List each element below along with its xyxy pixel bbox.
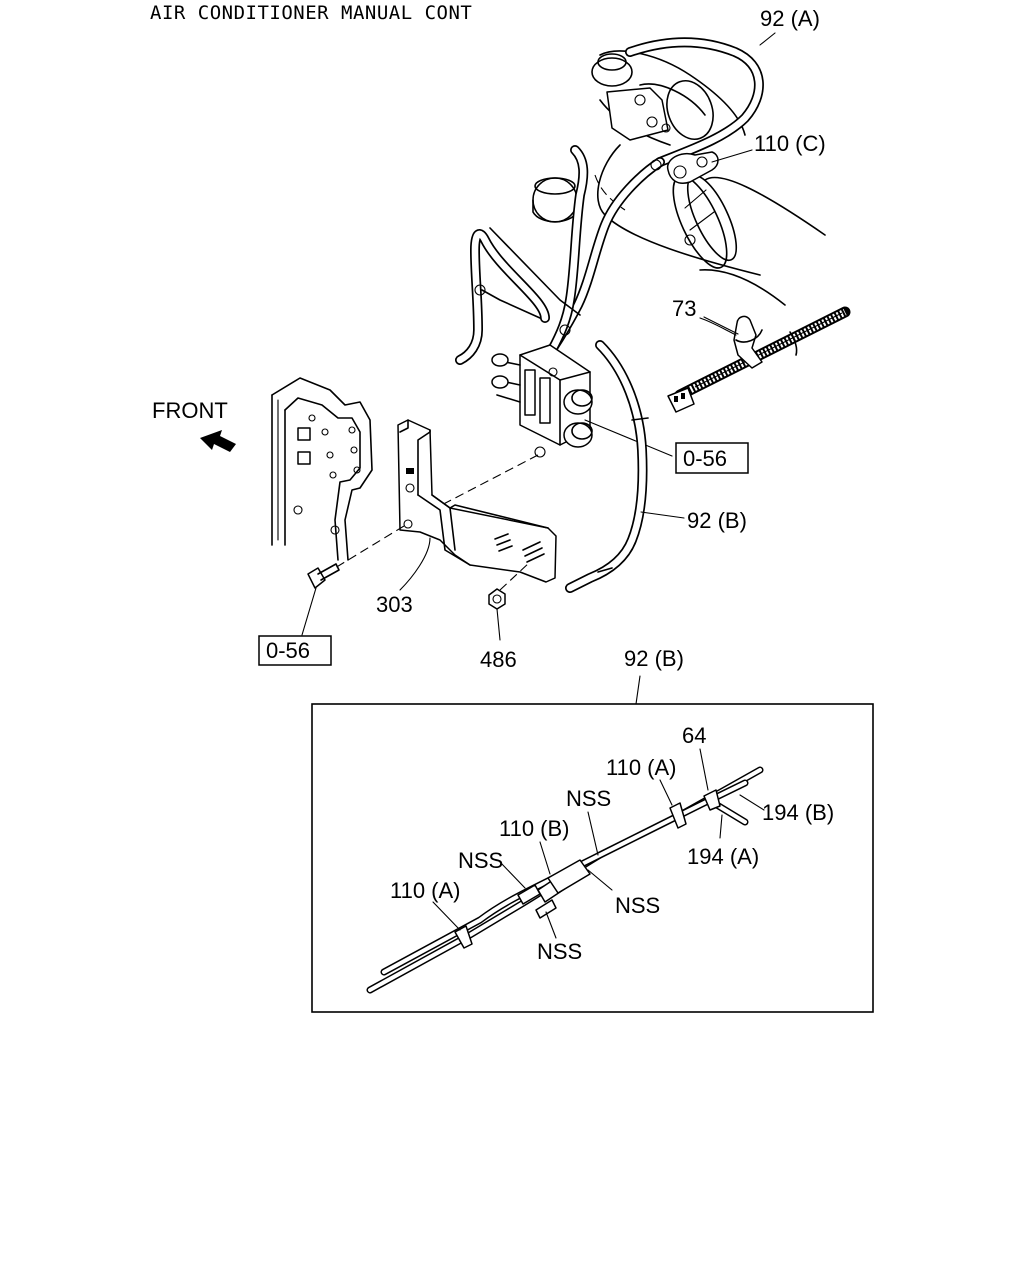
detail-label-194a: 194 (A) [687, 844, 759, 869]
heater-core-assembly [532, 50, 826, 306]
detail-label-110b: 110 (B) [499, 816, 570, 841]
detail-label-110a-top: 110 (A) [606, 755, 677, 780]
front-arrow-icon [200, 430, 236, 452]
detail-label-194b: 194 (B) [762, 800, 834, 825]
detail-label-110a-left: 110 (A) [390, 878, 461, 903]
page-title: AIR CONDITIONER MANUAL CONT [150, 2, 473, 24]
label-92a: 92 (A) [760, 6, 820, 31]
label-73: 73 [672, 296, 696, 321]
detail-box [311, 703, 874, 1013]
hose-92b-main [565, 340, 685, 593]
bolt-056-bottom [301, 563, 340, 636]
label-box-056-bottom [258, 635, 332, 666]
label-92b: 92 (B) [687, 508, 747, 533]
clip-73-harness [667, 306, 851, 413]
detail-label-nss-right: NSS [615, 893, 660, 918]
control-valve-block [431, 344, 673, 511]
front-label: FRONT [152, 398, 228, 423]
detail-hose-assembly [366, 748, 765, 994]
label-box-056-top [675, 442, 749, 474]
label-303: 303 [376, 592, 413, 617]
label-110c: 110 (C) [754, 131, 826, 156]
label-056-bottom: 0-56 [266, 638, 310, 663]
detail-title: 92 (B) [624, 646, 684, 671]
bracket-303 [334, 419, 557, 591]
detail-label-64: 64 [682, 723, 706, 748]
nut-486 [488, 561, 531, 641]
label-486: 486 [480, 647, 517, 672]
detail-label-nss-left: NSS [458, 848, 503, 873]
hose-92a [455, 37, 764, 365]
label-056-top: 0-56 [683, 446, 727, 471]
clip-110c [666, 149, 753, 184]
detail-label-nss-top: NSS [566, 786, 611, 811]
detail-label-nss-bottom: NSS [537, 939, 582, 964]
dash-panel [271, 377, 373, 561]
